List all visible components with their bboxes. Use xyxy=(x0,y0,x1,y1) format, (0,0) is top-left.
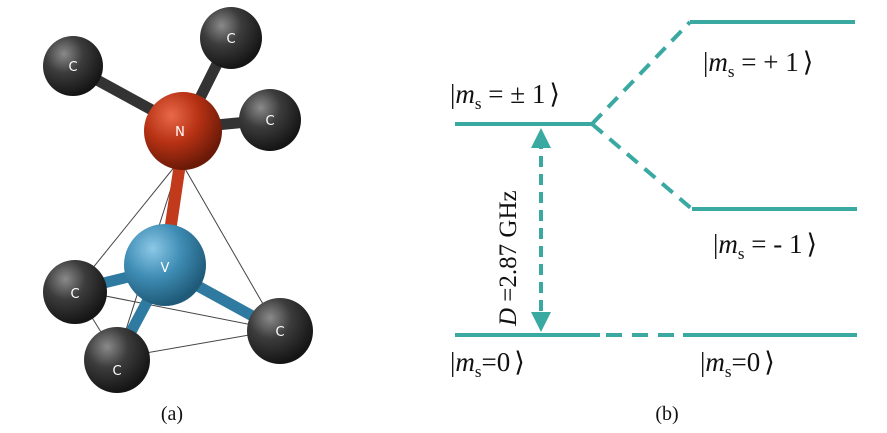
panel-b-label: (b) xyxy=(655,403,678,425)
atom-carbon-2: C xyxy=(200,7,262,69)
panel-a-molecule: C C C N V C C C xyxy=(43,7,313,393)
level-plus1-label: |ms = + 1⟩ xyxy=(703,47,813,81)
svg-text:C: C xyxy=(226,32,235,47)
atom-nitrogen: N xyxy=(144,92,222,170)
atom-carbon-6: C xyxy=(84,327,150,393)
svg-text:C: C xyxy=(68,60,77,75)
split-down-dash xyxy=(590,122,694,211)
svg-text:C: C xyxy=(275,325,284,340)
atom-vacancy: V xyxy=(124,224,206,306)
level-pm1-label: |ms = ± 1⟩ xyxy=(450,79,560,113)
atom-carbon-3: C xyxy=(239,89,301,151)
atom-carbon-1: C xyxy=(43,36,103,96)
svg-text:V: V xyxy=(161,261,170,276)
split-up-dash xyxy=(590,20,692,126)
level-zero-right-label: |ms=0⟩ xyxy=(700,347,775,381)
atom-carbon-4: C xyxy=(43,260,107,324)
svg-text:N: N xyxy=(175,125,185,140)
level-minus1-label: |ms = - 1⟩ xyxy=(713,229,817,263)
zero-field-splitting-label: D =2.87 GHz xyxy=(495,190,522,327)
svg-text:C: C xyxy=(112,364,121,379)
panel-a-label: (a) xyxy=(161,403,183,425)
panel-b-energy-levels xyxy=(455,20,857,337)
svg-text:C: C xyxy=(70,287,79,302)
svg-text:C: C xyxy=(265,114,274,129)
atom-carbon-5: C xyxy=(247,298,313,364)
level-zero-left-label: |ms=0⟩ xyxy=(450,347,525,381)
